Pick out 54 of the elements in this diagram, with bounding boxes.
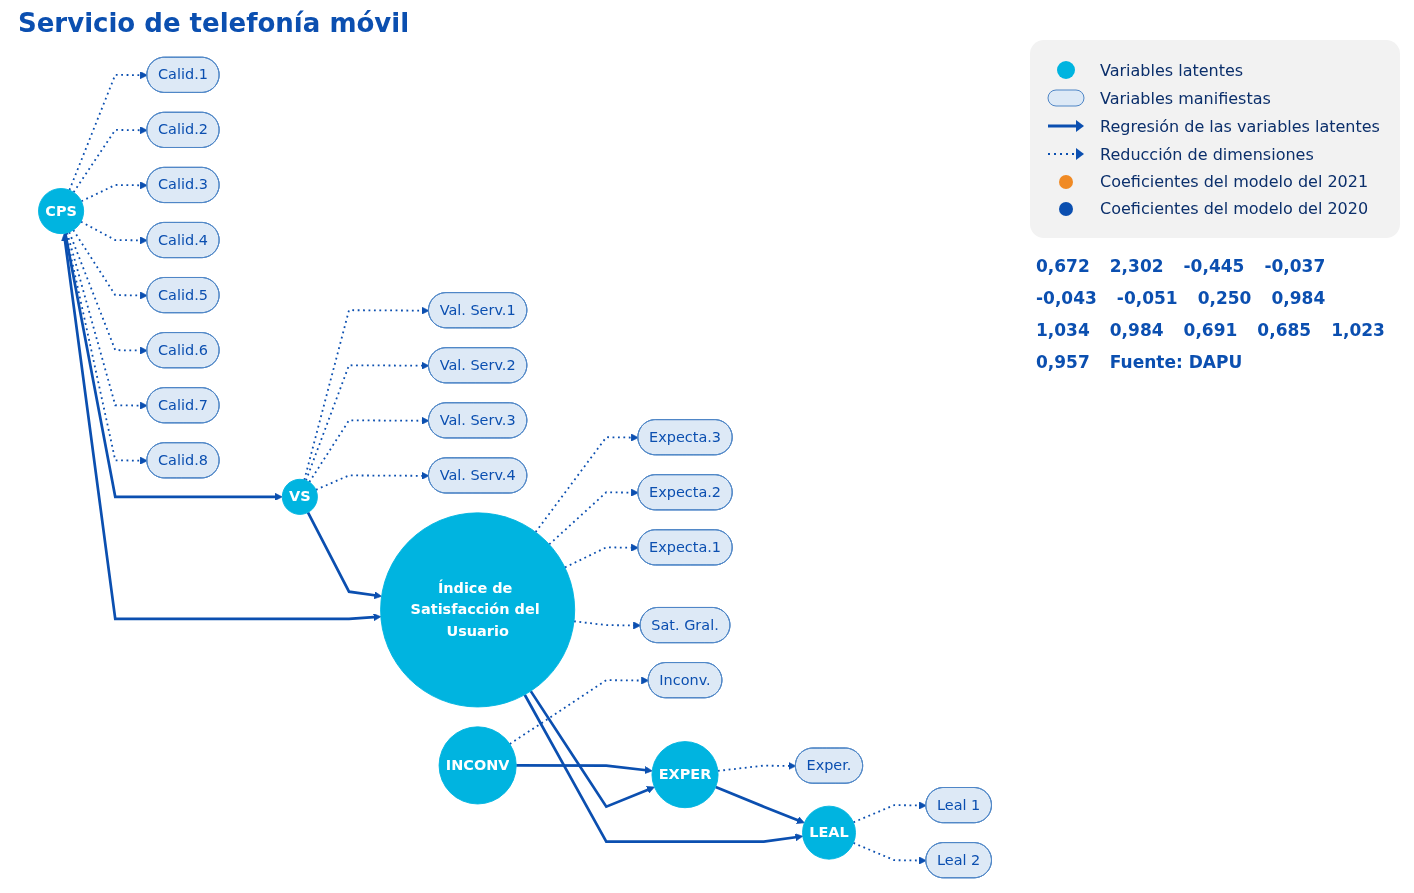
arrow (852, 801, 927, 824)
arrow (80, 181, 148, 203)
node-circle: LEAL (802, 805, 856, 860)
arrow (305, 361, 430, 482)
arrow (516, 764, 653, 774)
diagram-title: Servicio de telefonía móvil (18, 8, 410, 38)
arrow (716, 762, 797, 772)
arrow (852, 842, 927, 865)
coefficient-label: -0,051 (1115, 287, 1179, 310)
coefficient-label: Fuente: DAPU (1108, 351, 1244, 374)
arrow (715, 785, 805, 824)
arrow (534, 433, 639, 533)
node-circle: EXPER (651, 741, 719, 809)
coefficient-label: -0,037 (1263, 255, 1327, 278)
coefficient-label: -0,043 (1035, 287, 1098, 310)
arrow (523, 694, 804, 844)
arrow (68, 231, 148, 355)
arrow (564, 543, 639, 569)
coefficient-label: 1,023 (1330, 319, 1386, 342)
arrow (315, 471, 430, 491)
legend-text: Reducción de dimensiones (1100, 144, 1314, 164)
arrow (573, 620, 641, 630)
arrow (80, 220, 148, 245)
legend-text: Variables latentes (1100, 60, 1244, 80)
legend-text: Variables manifiestas (1100, 88, 1271, 108)
coefficient-label: 0,957 (1035, 351, 1091, 374)
legend-text: Coeficientes del modelo del 2020 (1100, 199, 1369, 218)
arrow (64, 232, 148, 465)
legend-text: Coeficientes del modelo del 2021 (1100, 172, 1369, 191)
coefficient-label: 2,302 (1108, 255, 1165, 278)
arrow (66, 231, 148, 410)
node-circle: CPS (38, 188, 85, 235)
coefficient-label: -0,445 (1182, 255, 1246, 278)
arrow (508, 676, 649, 745)
node-circle: INCONV (438, 726, 517, 805)
arrow (529, 690, 655, 809)
coefficient-label: 0,691 (1182, 319, 1239, 342)
arrow (72, 229, 148, 300)
arrow (63, 233, 283, 501)
coefficient-label: 0,250 (1196, 287, 1253, 310)
node-circle: Índice de Satisfacción del Usuario (380, 512, 576, 708)
legend-text: Regresión de las variables latentes (1100, 116, 1380, 136)
arrow (72, 126, 148, 194)
arrow (306, 511, 382, 600)
arrow (548, 488, 639, 546)
node-circle: VS (281, 478, 318, 515)
coefficient-label: 0,685 (1256, 319, 1313, 342)
coefficient-label: 0,984 (1270, 287, 1327, 310)
arrow (61, 233, 382, 622)
coefficient-label: 0,984 (1108, 319, 1165, 342)
arrow (68, 71, 148, 191)
arrow (303, 306, 430, 481)
coefficient-label: 1,034 (1035, 319, 1091, 342)
coefficient-label: 0,672 (1035, 255, 1091, 278)
